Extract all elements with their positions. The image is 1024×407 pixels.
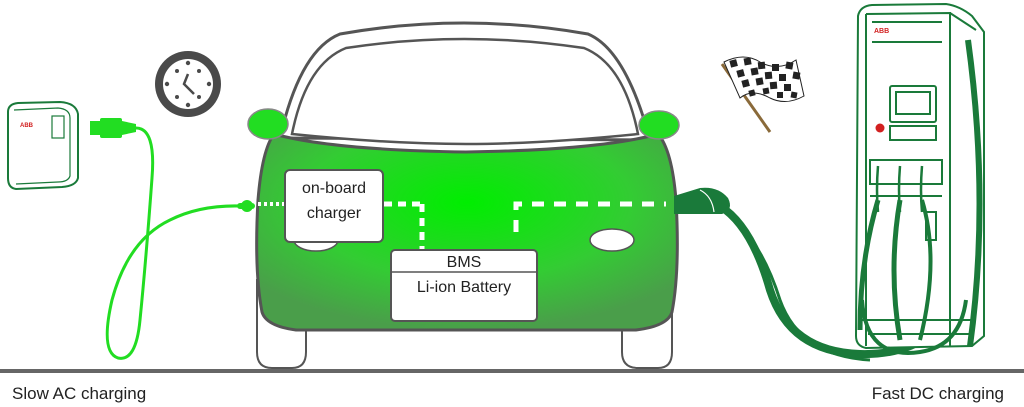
station-button <box>875 123 885 133</box>
right-headlight <box>589 228 635 252</box>
onboard-charger-box: on-board charger <box>284 169 384 243</box>
energy-flow-lines <box>258 201 666 250</box>
battery-label: Li-ion Battery <box>417 279 511 296</box>
bms-label: BMS <box>447 254 482 271</box>
clock-icon <box>155 51 221 117</box>
right-mirror <box>638 110 680 140</box>
station-logo: ABB <box>874 28 889 35</box>
ac-cable <box>105 126 241 360</box>
battery-box: BMS Li-ion Battery <box>390 249 538 322</box>
station-screen <box>889 85 937 123</box>
dc-plug-icon <box>674 187 730 214</box>
wallbox-charger: ABB <box>7 100 79 191</box>
electric-car: on-board charger BMS Li-ion Battery <box>247 21 680 369</box>
onboard-charger-label-2: charger <box>307 205 362 222</box>
left-mirror <box>247 108 289 140</box>
dc-fast-charger-station: ABB <box>854 2 985 355</box>
slow-ac-charging-caption: Slow AC charging <box>12 384 147 403</box>
windshield <box>290 37 640 146</box>
wallbox-logo: ABB <box>20 123 34 129</box>
checkered-flag-icon <box>720 56 805 133</box>
ac-inlet <box>241 200 253 212</box>
onboard-charger-label-1: on-board <box>302 180 366 197</box>
fast-dc-charging-caption: Fast DC charging <box>871 384 1004 403</box>
ac-plug-icon <box>90 118 136 138</box>
